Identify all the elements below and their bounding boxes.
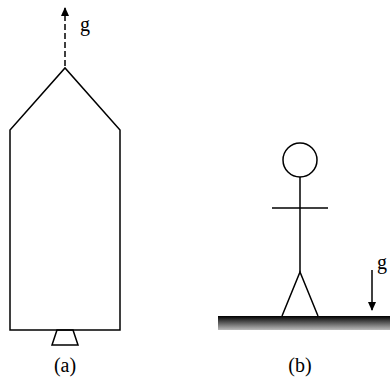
gravity-arrow [64, 8, 66, 66]
panel-label: (b) [288, 355, 311, 375]
gravity-arrow [371, 270, 373, 310]
panel-label: (a) [54, 355, 76, 375]
stick-figure [272, 143, 328, 316]
gravity-label: g [377, 252, 387, 272]
rocket [10, 68, 120, 345]
ground [218, 316, 390, 330]
gravity-label: g [80, 14, 90, 34]
